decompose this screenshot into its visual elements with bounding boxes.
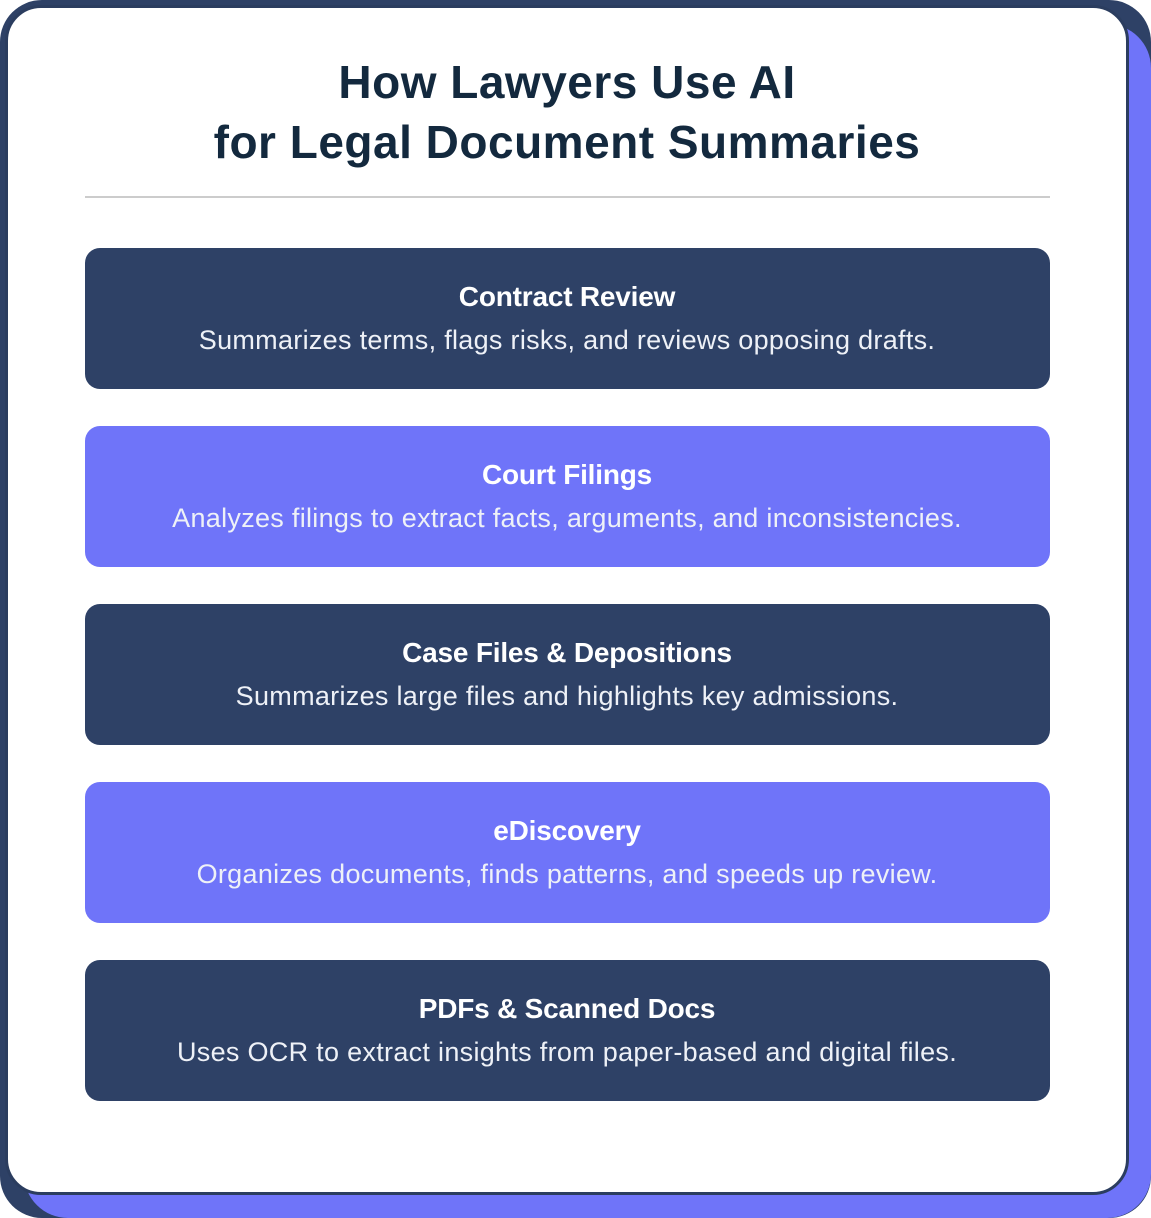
card-title: eDiscovery — [493, 815, 641, 846]
card-description: Summarizes large files and highlights ke… — [235, 681, 899, 711]
card-title: Contract Review — [458, 281, 676, 312]
divider — [84, 196, 1050, 198]
card-title: PDFs & Scanned Docs — [418, 993, 716, 1024]
page-title-line-2: for Legal Document Summaries — [213, 116, 921, 168]
card-description: Uses OCR to extract insights from paper-… — [176, 1037, 958, 1067]
page-title: How Lawyers Use AI for Legal Document Su… — [8, 52, 1126, 172]
card-description: Summarizes terms, flags risks, and revie… — [198, 325, 936, 355]
card-description: Organizes documents, finds patterns, and… — [196, 859, 938, 889]
content-panel: How Lawyers Use AI for Legal Document Su… — [5, 5, 1129, 1195]
card-title: Court Filings — [481, 459, 653, 490]
page-title-line-1: How Lawyers Use AI — [338, 56, 796, 108]
card-description: Analyzes filings to extract facts, argum… — [172, 503, 962, 533]
card-title: Case Files & Depositions — [402, 637, 732, 668]
